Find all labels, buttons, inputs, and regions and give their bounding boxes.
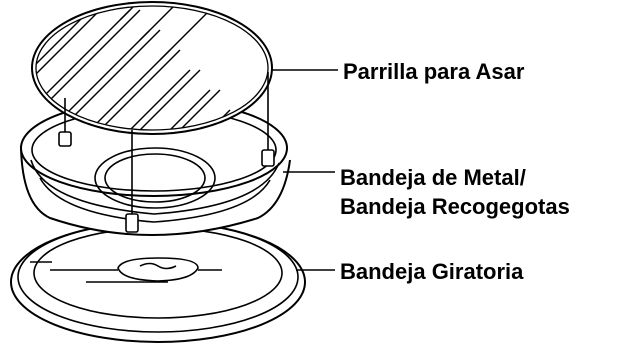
label-grill-rack: Parrilla para Asar [343,59,525,84]
grill-rack-illustration [0,0,290,280]
label-turntable: Bandeja Giratoria [340,259,524,284]
label-metal-tray-line1: Bandeja de Metal/ [340,165,526,190]
label-metal-tray-line2: Bandeja Recogegotas [340,194,570,219]
turntable-illustration [11,222,305,342]
leader-lines [272,70,338,270]
